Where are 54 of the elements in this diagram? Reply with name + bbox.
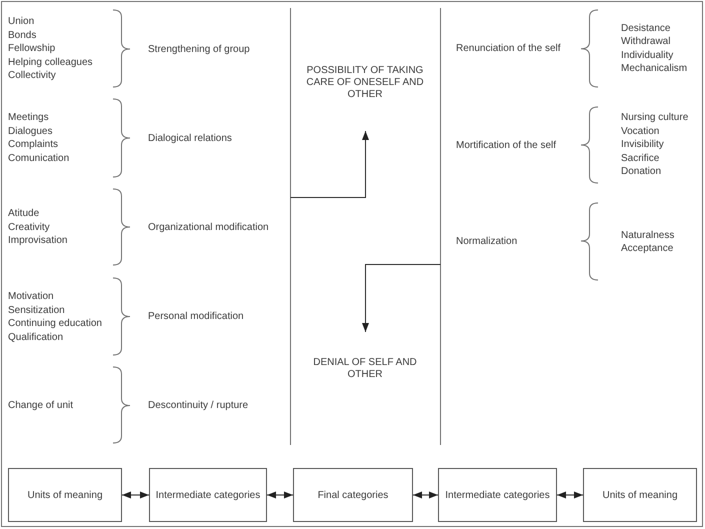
box-text: Intermediate categories <box>445 488 550 502</box>
meaning-unit-text: Fellowship <box>8 42 56 56</box>
meaning-unit-text: Bonds <box>8 28 36 42</box>
meaning-unit-text: Invisibility <box>621 138 664 152</box>
meaning-unit-text: Complaints <box>8 138 58 152</box>
meaning-unit-text: Helping colleagues <box>8 56 93 69</box>
meaning-unit-text: Creativity <box>8 220 50 234</box>
double-arrow <box>122 492 150 498</box>
meaning-unit-text: Atitude <box>8 207 40 220</box>
box-text: Final categories <box>318 488 388 502</box>
meaning-unit-text: Collectivity <box>8 69 56 82</box>
meaning-unit-text: Motivation <box>8 290 54 303</box>
meaning-unit-text: Donation <box>621 165 662 178</box>
final-category-text: DENIAL OF SELF AND OTHER <box>299 357 431 381</box>
meaning-unit-text: Nursing culture <box>621 111 688 124</box>
meaning-unit-text: Qualification <box>8 330 64 344</box>
double-arrow <box>556 492 584 498</box>
meaning-unit-text: Improvisation <box>8 234 68 247</box>
meaning-unit-text: Comunication <box>8 152 70 165</box>
category-text: Strengthening of group <box>148 42 250 56</box>
meaning-unit-text: Vocation <box>621 124 660 138</box>
category-text: Renunciation of the self <box>456 42 561 56</box>
meaning-unit-text: Union <box>8 15 34 28</box>
meaning-unit-text: Meetings <box>8 111 49 124</box>
box-text: Units of meaning <box>602 488 678 502</box>
meaning-unit-text: Individuality <box>621 48 674 62</box>
process-box <box>293 468 413 522</box>
arrow <box>290 130 369 198</box>
meaning-unit-text: Acceptance <box>621 242 674 255</box>
meaning-unit-text: Change of unit <box>8 399 74 412</box>
category-text: Descontinuity / rupture <box>148 399 248 412</box>
meaning-unit-text: Withdrawal <box>621 35 670 48</box>
process-box <box>438 468 557 522</box>
meaning-unit-text: Sacrifice <box>621 152 660 165</box>
process-box <box>583 468 697 522</box>
box-text: Units of meaning <box>27 488 103 502</box>
meaning-unit-text: Mechanicalism <box>621 62 688 76</box>
box-text: Intermediate categories <box>156 488 260 502</box>
category-text: Normalization <box>456 234 518 248</box>
double-arrow <box>266 492 294 498</box>
category-text: Personal modification <box>148 310 244 323</box>
meaning-unit-text: Sensitization <box>8 304 65 316</box>
meaning-unit-text: Dialogues <box>8 124 52 138</box>
meaning-unit-text: Continuing education <box>8 317 102 330</box>
process-box <box>149 468 267 522</box>
final-category-text: POSSIBILITY OF TAKING CARE OF ONESELF AND OTHER <box>299 65 431 101</box>
category-text: Organizational modification <box>148 220 269 234</box>
process-box <box>8 468 122 522</box>
category-text: Dialogical relations <box>148 132 232 144</box>
arrow <box>362 264 441 332</box>
meaning-unit-text: Desistance <box>621 22 670 35</box>
category-text: Mortification of the self <box>456 138 556 152</box>
double-arrow <box>412 492 438 498</box>
meaning-unit-text: Naturalness <box>621 228 674 242</box>
